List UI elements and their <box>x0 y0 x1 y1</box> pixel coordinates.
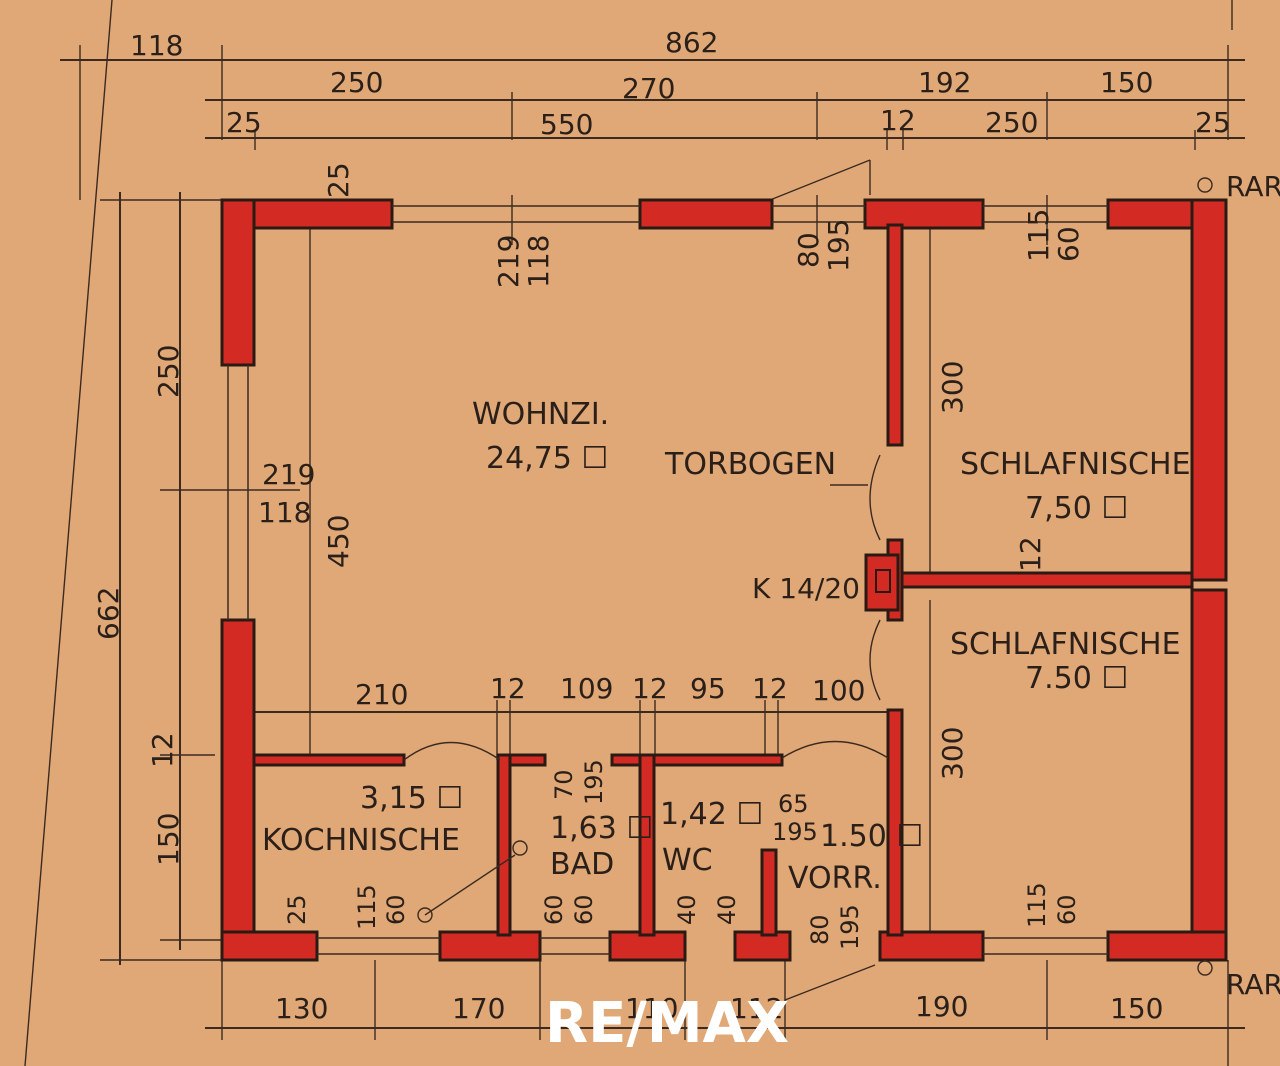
dim-row2-1: 250 <box>330 66 383 99</box>
room-koch-name: KOCHNISCHE <box>262 823 460 858</box>
dim-right-lower: 300 <box>936 727 969 780</box>
dim-left-mid: 450 <box>322 515 355 568</box>
room-torbogen: TORBOGEN <box>664 447 836 482</box>
room-wohnzi-area: 24,75 ☐ <box>486 441 608 476</box>
dim-left-upper: 250 <box>152 345 185 398</box>
dim-top-door-a: 80 <box>792 232 825 268</box>
rar-top-label: RAR <box>1226 170 1280 203</box>
dim-internal-5: 95 <box>690 672 726 705</box>
room-koch-area: 3,15 ☐ <box>360 781 463 816</box>
dim-bottom-win-6: 40 <box>673 894 701 925</box>
room-vorr-area: 1.50 ☐ <box>820 819 923 854</box>
dim-row3-4: 250 <box>985 106 1038 139</box>
room-bad-area: 1,63 ☐ <box>550 811 653 846</box>
dim-top-door-b: 195 <box>822 219 855 272</box>
dim-bottom-win-1: 25 <box>283 894 311 925</box>
dim-row3-2: 550 <box>540 108 593 141</box>
dim-bottom-1: 130 <box>275 992 328 1025</box>
room-wc-name: WC <box>662 843 713 878</box>
room-wc-area: 1,42 ☐ <box>660 797 763 832</box>
dim-bottom-2: 170 <box>452 992 505 1025</box>
dim-bottom-win-11: 60 <box>1053 894 1081 925</box>
dim-internal-1: 210 <box>355 678 408 711</box>
dim-wc-door-b: 195 <box>772 818 818 846</box>
dim-right-upper: 300 <box>936 361 969 414</box>
dim-left-window-a: 219 <box>262 458 315 491</box>
dim-internal-3: 109 <box>560 672 613 705</box>
dim-top-corner: 25 <box>322 162 355 198</box>
dim-top-window-2a: 115 <box>1022 209 1055 262</box>
dim-row3-1: 25 <box>226 106 262 139</box>
rar-bottom-label: RAR <box>1226 968 1280 1001</box>
dim-bad-door-b: 195 <box>580 759 608 805</box>
dim-bad-door-a: 70 <box>550 769 578 800</box>
dim-bottom-win-8: 80 <box>806 914 834 945</box>
dim-bottom-3: 110 <box>625 992 678 1025</box>
chimney-label: K 14/20 <box>752 572 860 605</box>
dim-bottom-win-7: 40 <box>713 894 741 925</box>
dim-bottom-4: 112 <box>730 992 783 1025</box>
dim-internal-6: 12 <box>752 672 788 705</box>
dim-row2-2: 270 <box>622 72 675 105</box>
dimension-labels: 118 862 250 270 192 150 25 550 12 250 25… <box>92 26 1280 1025</box>
room-bad-name: BAD <box>550 847 614 882</box>
walls <box>220 198 1228 962</box>
dim-top-total: 862 <box>665 26 718 59</box>
dim-top-window-1b: 118 <box>522 235 555 288</box>
dim-top-window-2b: 60 <box>1052 226 1085 262</box>
dim-wc-door-a: 65 <box>778 790 809 818</box>
dim-left-12: 12 <box>146 732 179 768</box>
dim-bottom-win-5: 60 <box>570 894 598 925</box>
room-labels: WOHNZI. 24,75 ☐ TORBOGEN SCHLAFNISCHE 7,… <box>262 397 1191 896</box>
dim-bottom-5: 190 <box>915 990 968 1023</box>
room-schlaf2-area: 7.50 ☐ <box>1025 661 1128 696</box>
room-schlaf2-name: SCHLAFNISCHE <box>950 627 1181 662</box>
dim-top-window-1a: 219 <box>492 235 525 288</box>
dim-left-window-b: 118 <box>258 496 311 529</box>
dim-top-offset: 118 <box>130 29 183 62</box>
window-lines <box>227 177 1213 976</box>
dim-row3-5: 25 <box>1195 106 1231 139</box>
dim-bottom-6: 150 <box>1110 992 1163 1025</box>
dim-row3-3: 12 <box>880 104 916 137</box>
dim-bottom-win-10: 115 <box>1023 882 1051 928</box>
dim-internal-2: 12 <box>490 672 526 705</box>
dim-internal-7: 100 <box>812 674 865 707</box>
dim-left-total: 662 <box>92 587 125 640</box>
room-wohnzi-name: WOHNZI. <box>472 397 609 432</box>
dim-bottom-win-3: 60 <box>382 894 410 925</box>
dim-bottom-win-9: 195 <box>836 904 864 950</box>
dim-bottom-win-4: 60 <box>540 894 568 925</box>
dim-row2-3: 192 <box>918 66 971 99</box>
dim-wall-12: 12 <box>1014 536 1047 572</box>
dim-bottom-win-2: 115 <box>353 884 381 930</box>
dimension-lines <box>24 0 1245 1066</box>
room-schlaf1-name: SCHLAFNISCHE <box>960 447 1191 482</box>
room-vorr-name: VORR. <box>788 861 882 896</box>
dim-row2-4: 150 <box>1100 66 1153 99</box>
dim-internal-4: 12 <box>632 672 668 705</box>
dim-left-lower: 150 <box>152 813 185 866</box>
room-schlaf1-area: 7,50 ☐ <box>1025 491 1128 526</box>
remax-watermark: RE/MAX <box>545 991 789 1056</box>
